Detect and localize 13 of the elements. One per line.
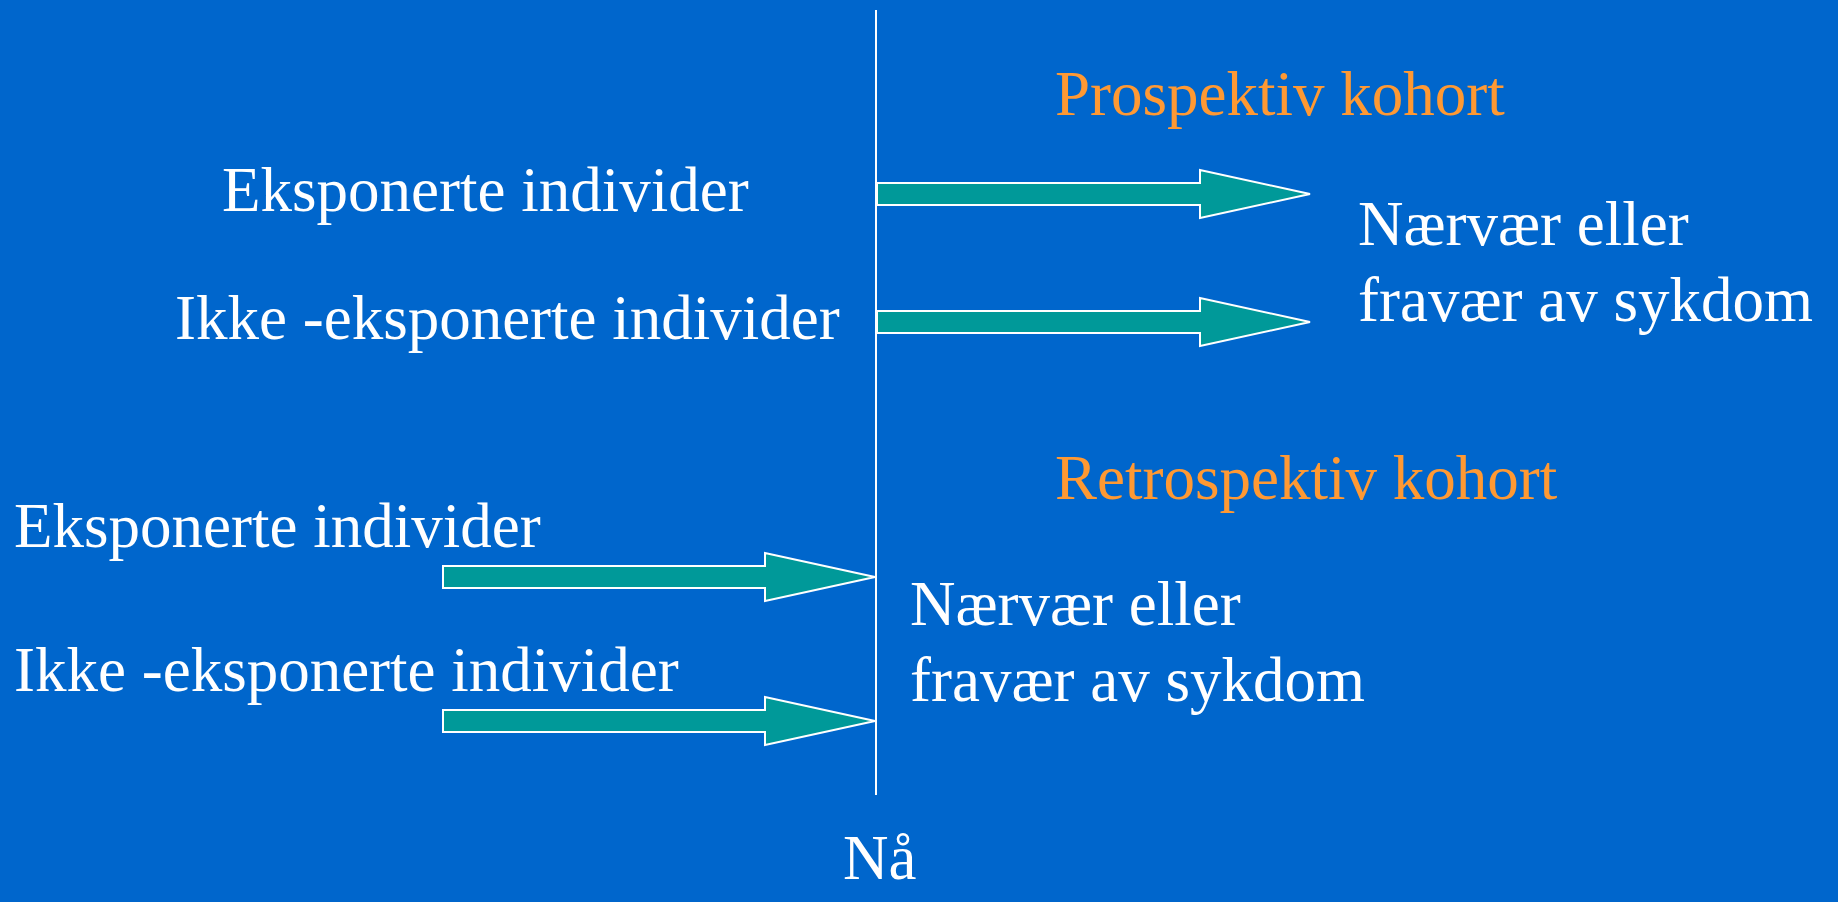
- block-arrow: [876, 296, 1311, 348]
- block-arrow: [876, 168, 1311, 220]
- section-heading: Prospektiv kohort: [1055, 58, 1505, 130]
- outcome-text: Nærvær eller fravær av sykdom: [910, 568, 1366, 717]
- block-arrow: [442, 551, 876, 603]
- group-label: Ikke -eksponerte individer: [175, 282, 840, 354]
- group-label: Eksponerte individer: [222, 154, 749, 226]
- group-label: Ikke -eksponerte individer: [14, 634, 679, 706]
- time-label: Nå: [843, 822, 917, 894]
- outcome-text: Nærvær eller fravær av sykdom: [1358, 188, 1814, 337]
- group-label: Eksponerte individer: [14, 490, 541, 562]
- section-heading: Retrospektiv kohort: [1055, 442, 1558, 514]
- block-arrow: [442, 695, 876, 747]
